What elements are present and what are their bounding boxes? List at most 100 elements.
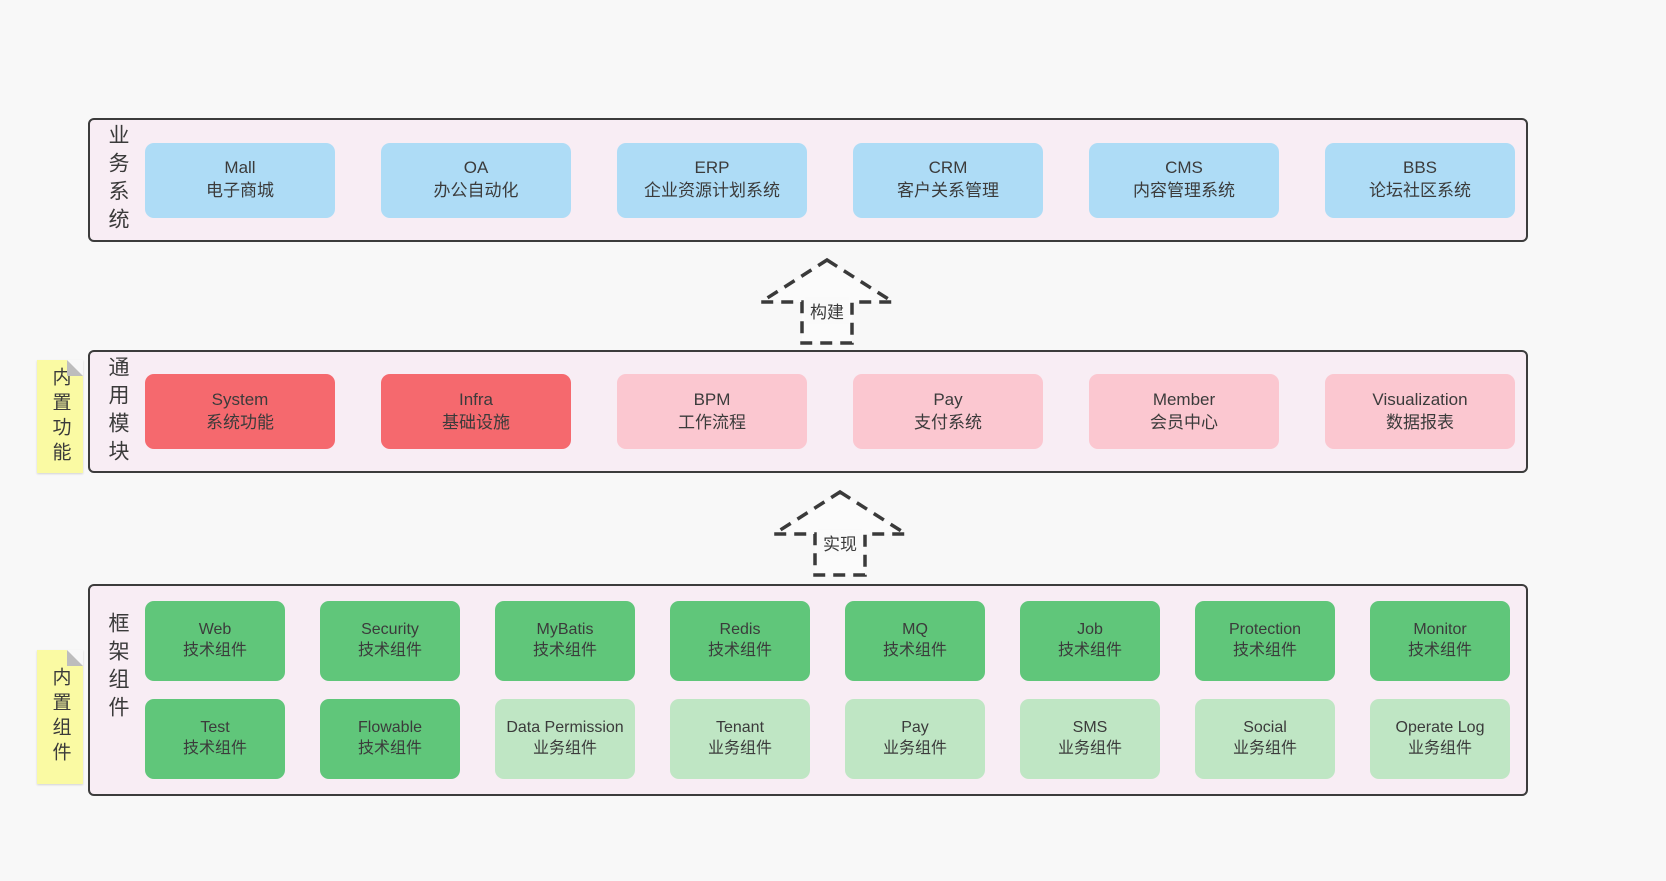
box-member-name: Member <box>1152 389 1216 409</box>
box-pay-module-desc: 支付系统 <box>914 412 982 432</box>
box-security-desc: 技术组件 <box>357 642 422 659</box>
components-row-1: Web 技术组件 Security 技术组件 MyBatis 技术组件 Redi… <box>145 601 1526 681</box>
box-test-name: Test <box>200 719 230 737</box>
box-infra: Infra 基础设施 <box>381 374 571 449</box>
box-system-name: System <box>211 389 269 409</box>
box-protection-name: Protection <box>1228 621 1302 639</box>
box-pay-component: Pay 业务组件 <box>845 699 985 779</box>
box-member: Member 会员中心 <box>1089 374 1279 449</box>
box-system-desc: 系统功能 <box>206 412 274 432</box>
box-flowable-desc: 技术组件 <box>357 740 422 757</box>
band-business-systems: 业务系统 Mall 电子商城 OA 办公自动化 ERP 企业资源计划系统 CRM… <box>88 118 1528 242</box>
box-social-name: Social <box>1243 719 1287 737</box>
box-tenant-desc: 业务组件 <box>707 740 772 757</box>
band-business-label: 业务系统 <box>106 124 129 236</box>
box-web-name: Web <box>198 621 232 639</box>
box-bbs-desc: 论坛社区系统 <box>1369 181 1471 200</box>
components-row-2: Test 技术组件 Flowable 技术组件 Data Permission … <box>145 699 1526 779</box>
box-social-desc: 业务组件 <box>1232 740 1297 757</box>
box-erp-desc: 企业资源计划系统 <box>644 181 780 200</box>
band-common-modules: 通用模块 System 系统功能 Infra 基础设施 BPM 工作流程 Pay… <box>88 350 1528 473</box>
band-modules-label: 通用模块 <box>106 355 129 468</box>
box-bbs-name: BBS <box>1402 158 1438 178</box>
box-mybatis-name: MyBatis <box>536 621 594 639</box>
box-tenant-name: Tenant <box>715 719 765 737</box>
box-redis-desc: 技术组件 <box>707 642 772 659</box>
box-crm: CRM 客户关系管理 <box>853 142 1043 218</box>
folded-corner-icon <box>67 360 83 376</box>
box-operate-log-desc: 业务组件 <box>1407 740 1472 757</box>
sticky-built-in-components-label: 内置组件 <box>49 667 71 767</box>
box-sms: SMS 业务组件 <box>1020 699 1160 779</box>
arrow-build-label: 构建 <box>805 297 849 324</box>
box-visualization-name: Visualization <box>1372 389 1468 409</box>
box-data-permission-desc: 业务组件 <box>532 740 597 757</box>
arrow-implement: 实现 <box>767 487 913 579</box>
box-member-desc: 会员中心 <box>1150 412 1218 432</box>
band-business-content: Mall 电子商城 OA 办公自动化 ERP 企业资源计划系统 CRM 客户关系… <box>145 120 1526 240</box>
box-erp-name: ERP <box>694 158 730 178</box>
band-framework-components: 框架组件 Web 技术组件 Security 技术组件 MyBatis 技术组件… <box>88 584 1528 796</box>
box-infra-name: Infra <box>458 389 494 409</box>
box-cms-name: CMS <box>1165 158 1203 178</box>
box-oa-name: OA <box>463 158 489 178</box>
band-components-label: 框架组件 <box>106 612 129 724</box>
box-security-name: Security <box>361 621 419 639</box>
band-label-col: 通用模块 <box>90 352 145 471</box>
box-bpm-name: BPM <box>693 389 731 409</box>
box-mybatis: MyBatis 技术组件 <box>495 601 635 681</box>
box-crm-name: CRM <box>928 158 968 178</box>
box-mall-name: Mall <box>224 158 256 178</box>
box-sms-desc: 业务组件 <box>1057 740 1122 757</box>
box-erp: ERP 企业资源计划系统 <box>617 142 807 218</box>
sticky-built-in-features-label: 内置功能 <box>49 366 71 467</box>
box-test: Test 技术组件 <box>145 699 285 779</box>
box-redis: Redis 技术组件 <box>670 601 810 681</box>
box-data-permission-name: Data Permission <box>506 719 624 737</box>
box-operate-log-name: Operate Log <box>1395 719 1485 737</box>
box-mq: MQ 技术组件 <box>845 601 985 681</box>
sticky-built-in-features: 内置功能 <box>37 360 83 473</box>
box-security: Security 技术组件 <box>320 601 460 681</box>
box-redis-name: Redis <box>719 621 761 639</box>
box-bpm-desc: 工作流程 <box>678 412 746 432</box>
box-system: System 系统功能 <box>145 374 335 449</box>
box-pay-module-name: Pay <box>933 389 963 409</box>
box-visualization-desc: 数据报表 <box>1386 412 1454 432</box>
box-oa: OA 办公自动化 <box>381 142 571 218</box>
box-crm-desc: 客户关系管理 <box>897 181 999 200</box>
box-test-desc: 技术组件 <box>182 740 247 757</box>
box-job: Job 技术组件 <box>1020 601 1160 681</box>
band-modules-content: System 系统功能 Infra 基础设施 BPM 工作流程 Pay 支付系统… <box>145 352 1526 471</box>
box-bpm: BPM 工作流程 <box>617 374 807 449</box>
box-cms-desc: 内容管理系统 <box>1133 181 1235 200</box>
band-components-content: Web 技术组件 Security 技术组件 MyBatis 技术组件 Redi… <box>145 586 1526 794</box>
sticky-built-in-components: 内置组件 <box>37 650 83 784</box>
box-cms: CMS 内容管理系统 <box>1089 142 1279 218</box>
box-sms-name: SMS <box>1072 719 1108 737</box>
box-protection-desc: 技术组件 <box>1232 642 1297 659</box>
box-operate-log: Operate Log 业务组件 <box>1370 699 1510 779</box>
box-job-desc: 技术组件 <box>1057 642 1122 659</box>
box-mq-name: MQ <box>902 621 928 639</box>
box-mq-desc: 技术组件 <box>882 642 947 659</box>
box-monitor: Monitor 技术组件 <box>1370 601 1510 681</box>
band-label-col: 业务系统 <box>90 120 145 240</box>
arrow-build: 构建 <box>754 255 900 347</box>
folded-corner-icon <box>67 650 83 666</box>
box-job-name: Job <box>1077 621 1103 639</box>
box-monitor-desc: 技术组件 <box>1407 642 1472 659</box>
box-flowable-name: Flowable <box>357 719 423 737</box>
box-mall-desc: 电子商城 <box>206 181 274 200</box>
box-tenant: Tenant 业务组件 <box>670 699 810 779</box>
box-data-permission: Data Permission 业务组件 <box>495 699 635 779</box>
box-social: Social 业务组件 <box>1195 699 1335 779</box>
box-web-desc: 技术组件 <box>182 642 247 659</box>
band-label-col: 框架组件 <box>90 586 145 794</box>
box-web: Web 技术组件 <box>145 601 285 681</box>
box-protection: Protection 技术组件 <box>1195 601 1335 681</box>
box-mybatis-desc: 技术组件 <box>532 642 597 659</box>
box-visualization: Visualization 数据报表 <box>1325 374 1515 449</box>
box-infra-desc: 基础设施 <box>442 412 510 432</box>
